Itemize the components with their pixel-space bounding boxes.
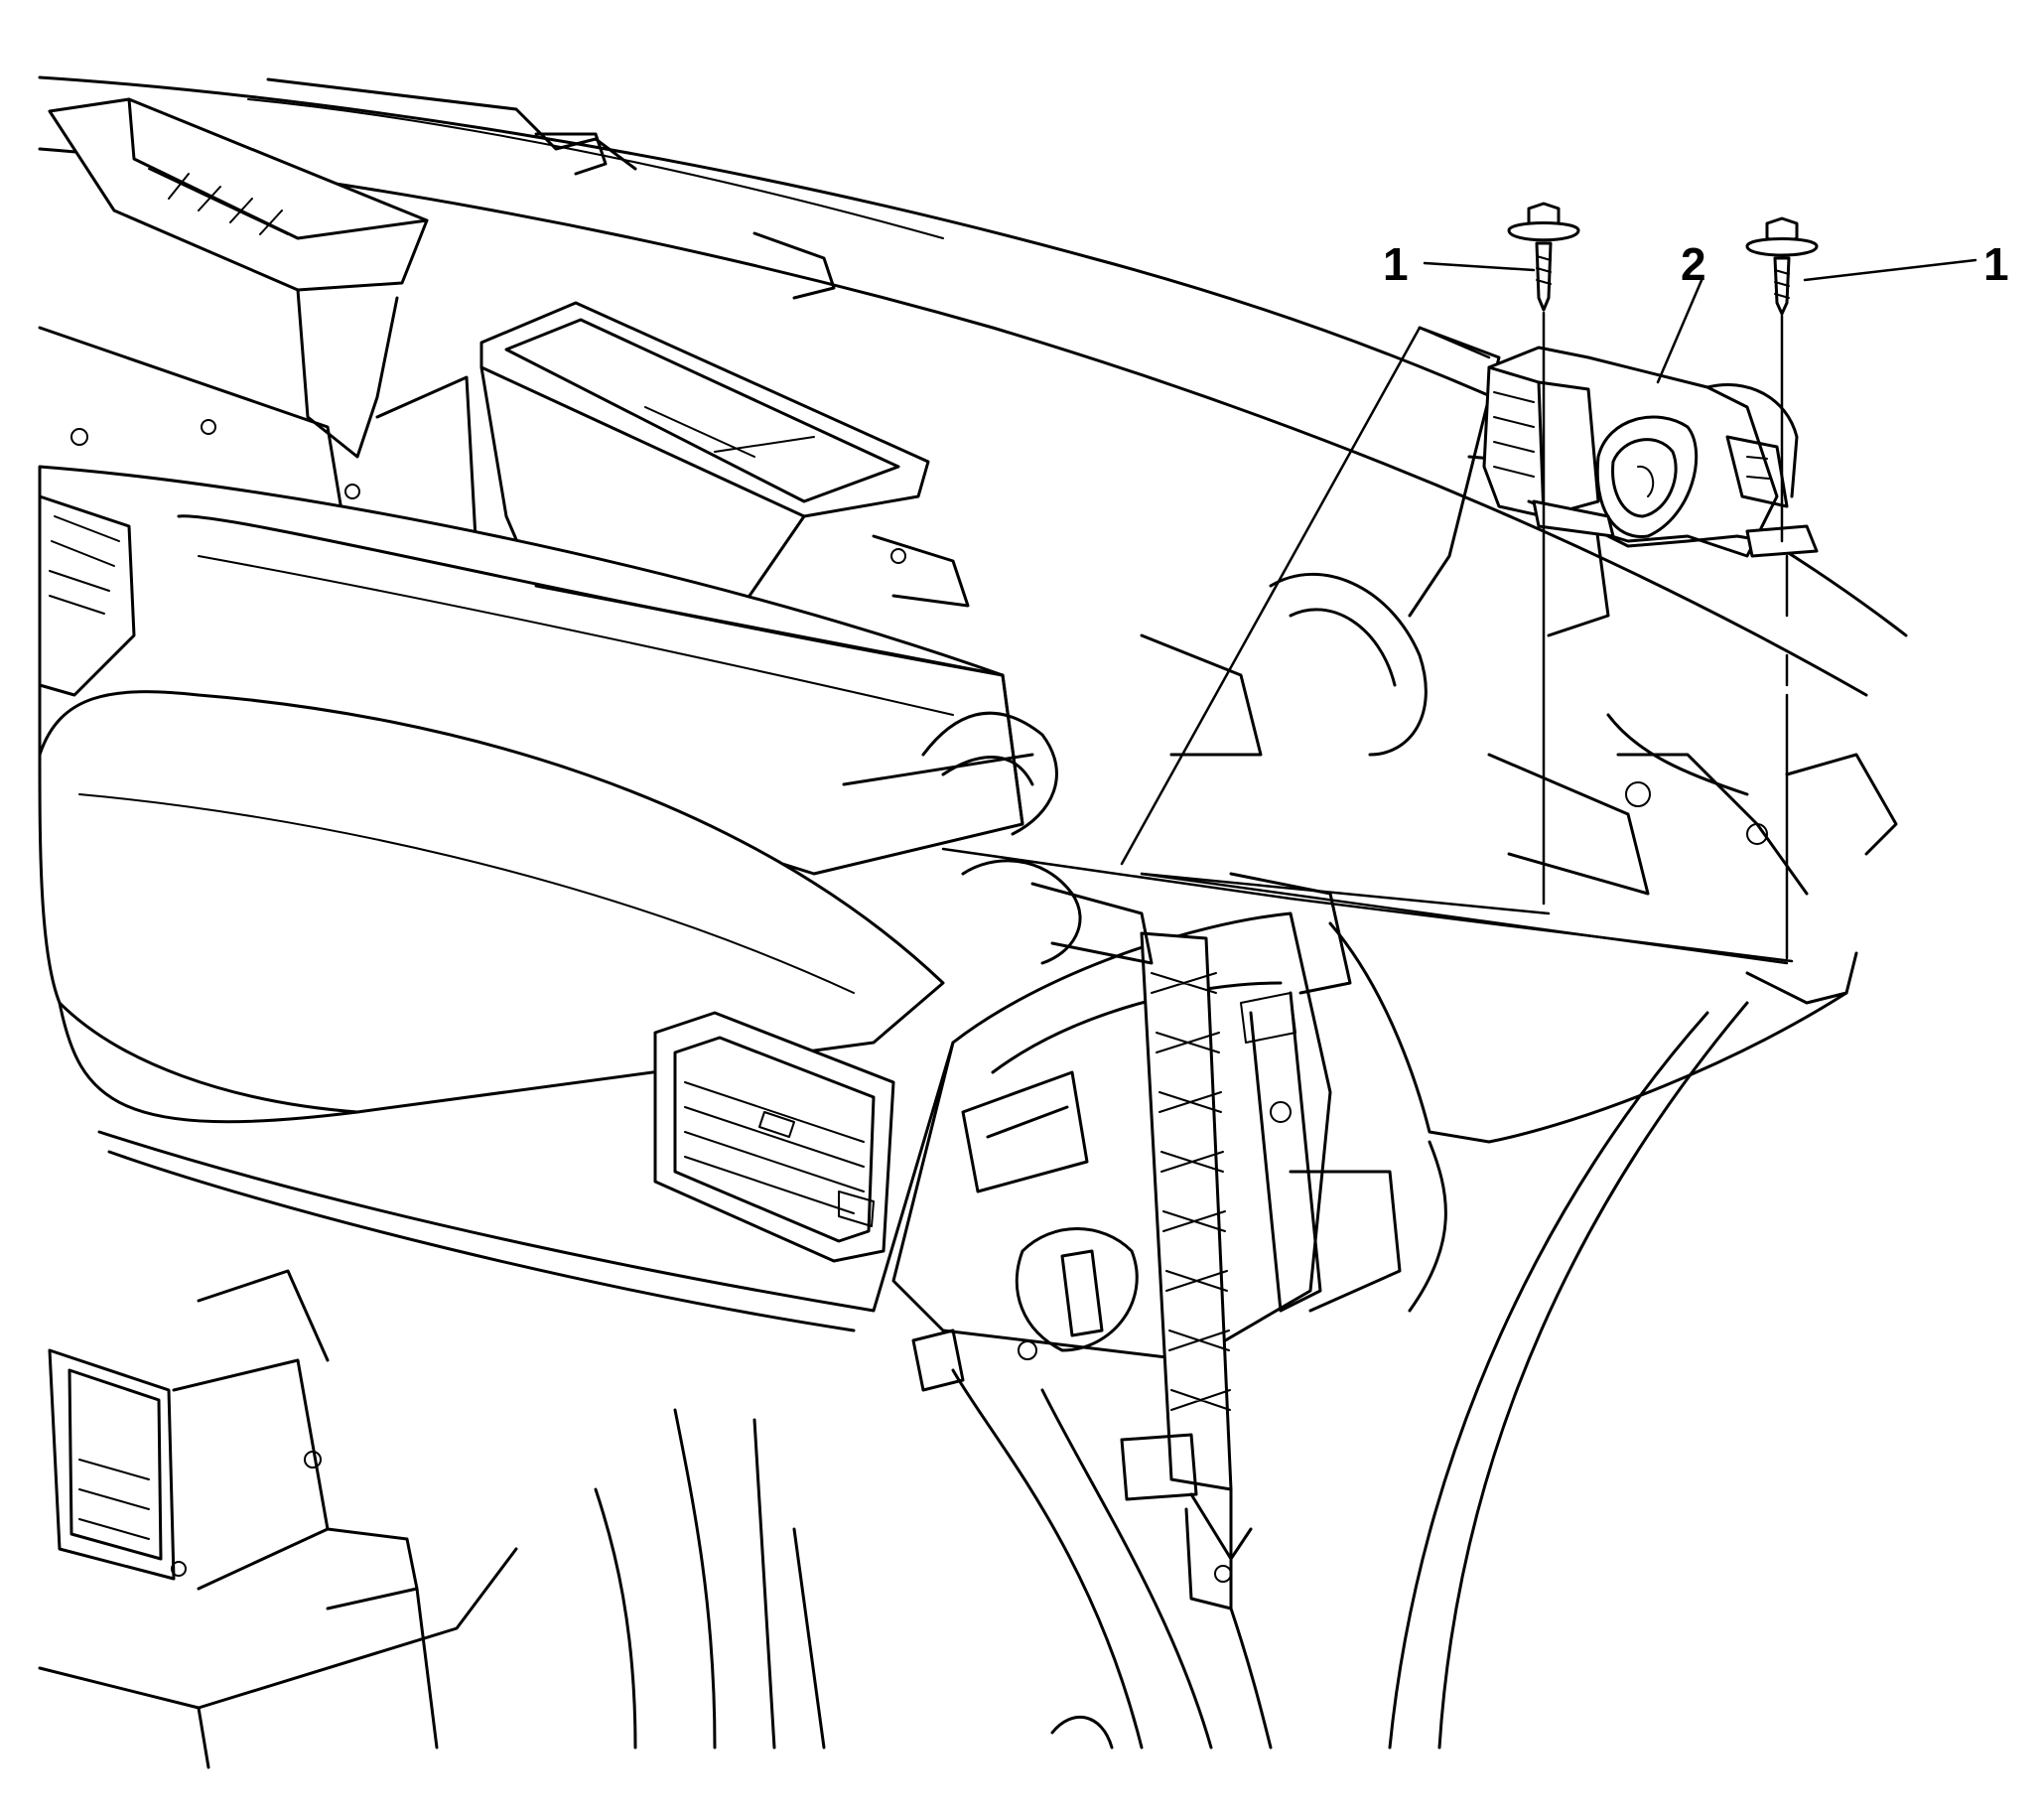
callout-screw-right: 1 — [1983, 238, 2009, 290]
left-defroster-duct — [38, 97, 429, 518]
callout-screw-left: 1 — [1383, 238, 1409, 290]
right-screw — [1745, 216, 1819, 960]
dash-pad — [38, 465, 1034, 876]
floor-tunnel — [38, 1368, 1273, 1769]
glove-box-panel — [38, 690, 955, 1332]
passenger-air-vent — [653, 1011, 895, 1263]
component-2-assembly — [1482, 346, 1819, 558]
callout-component: 2 — [1681, 238, 1706, 290]
lattice-bracket — [1120, 931, 1253, 1610]
lower-duct — [48, 1269, 419, 1610]
cluster-vent — [38, 494, 136, 697]
left-screw — [1507, 202, 1580, 906]
right-trim-panel — [1289, 921, 1858, 1750]
wiring-harness — [921, 711, 1352, 1313]
component-2-location-leaders — [941, 326, 1794, 965]
callout-leaders — [1423, 258, 1977, 384]
